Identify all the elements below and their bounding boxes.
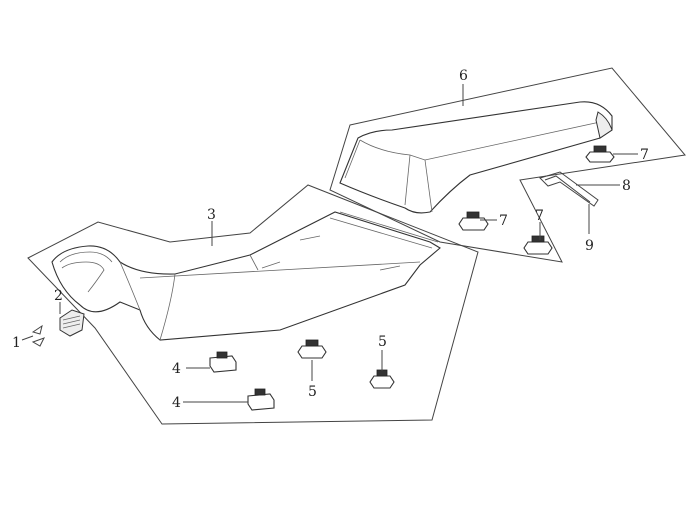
callout-6: 6: [459, 68, 468, 84]
rear-seat-group-outline: [329, 67, 686, 263]
rubber-damper-part-4-b: [247, 388, 275, 411]
callout-7-c: 7: [535, 208, 544, 224]
rubber-damper-part-7-b: [458, 211, 489, 231]
callout-5-a: 5: [308, 384, 317, 400]
seat-hook-part-8: [539, 171, 599, 207]
callout-9: 9: [585, 238, 594, 254]
main-seat-group-outline: [27, 184, 479, 425]
callout-3: 3: [207, 207, 216, 223]
screws-part-1: [31, 324, 46, 347]
leader-lines: [21, 84, 638, 403]
callout-7-b: 7: [499, 213, 508, 229]
rubber-damper-part-7-a: [585, 145, 615, 163]
callout-7-a: 7: [640, 147, 649, 163]
callout-4-a: 4: [172, 361, 181, 377]
main-seat-cushion: [51, 211, 441, 341]
callout-8: 8: [622, 178, 631, 194]
callout-4-b: 4: [172, 395, 181, 411]
seat-clip-part-2: [59, 309, 85, 337]
callout-2: 2: [54, 288, 63, 304]
rubber-damper-part-7-c: [523, 235, 553, 255]
rubber-damper-part-4-a: [209, 351, 237, 373]
nut-part-5-b: [369, 369, 395, 389]
callout-5-b: 5: [378, 334, 387, 350]
rear-seat-cushion: [339, 101, 613, 214]
nut-part-5-a: [297, 339, 327, 359]
callout-1: 1: [12, 335, 21, 351]
